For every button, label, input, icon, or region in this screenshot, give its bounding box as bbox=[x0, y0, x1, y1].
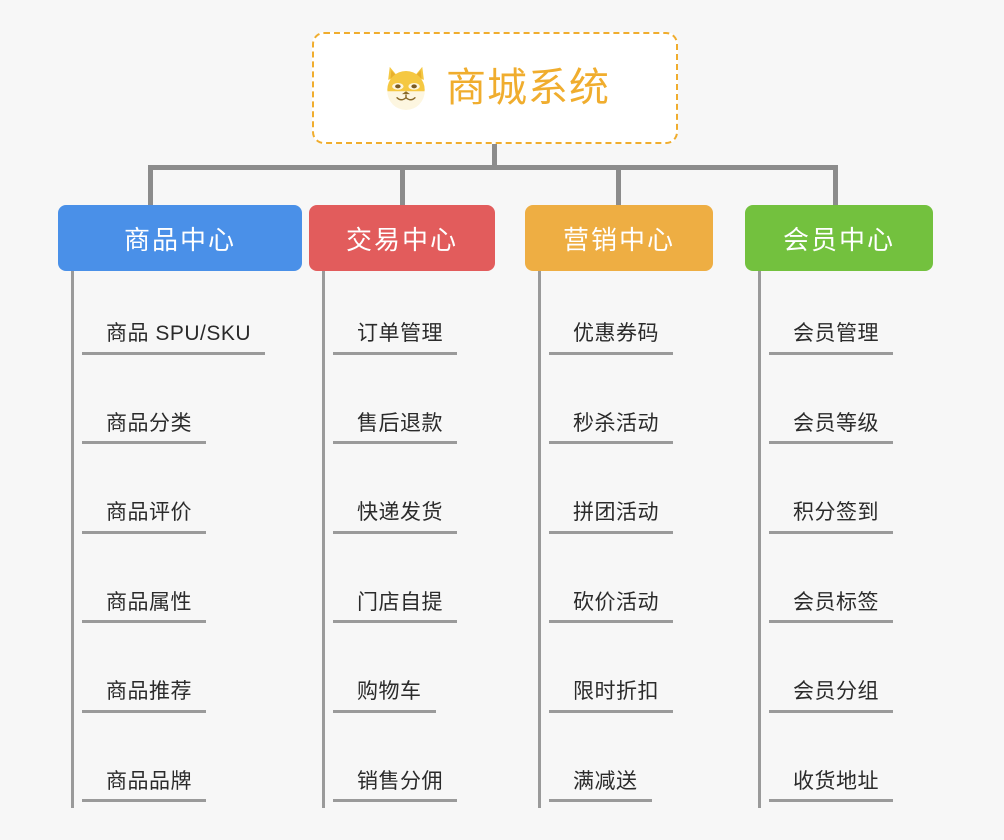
list-item[interactable]: 积分签到 bbox=[761, 450, 933, 540]
branch-label-3: 营销中心 bbox=[562, 224, 675, 255]
leaf-label: 优惠券码 bbox=[549, 322, 673, 355]
list-item[interactable]: 订单管理 bbox=[325, 271, 495, 361]
branch-items-1: 商品 SPU/SKU 商品分类 商品评价 商品属性 商品推荐 商品品牌 bbox=[71, 271, 302, 808]
list-item[interactable]: 商品品牌 bbox=[74, 719, 302, 809]
leaf-label: 限时折扣 bbox=[549, 680, 673, 713]
branch-label-1: 商品中心 bbox=[123, 224, 236, 255]
list-item[interactable]: 会员标签 bbox=[761, 540, 933, 630]
root-title: 商城系统 bbox=[446, 66, 610, 110]
leaf-label: 积分签到 bbox=[769, 501, 893, 534]
list-item[interactable]: 购物车 bbox=[325, 629, 495, 719]
branch-column-2: 交易中心 订单管理 售后退款 快递发货 门店自提 购物车 销售分佣 bbox=[309, 205, 495, 808]
branch-column-4: 会员中心 会员管理 会员等级 积分签到 会员标签 会员分组 收货地址 bbox=[745, 205, 933, 808]
leaf-label: 商品品牌 bbox=[82, 770, 206, 802]
leaf-label: 砍价活动 bbox=[549, 591, 673, 623]
leaf-label: 门店自提 bbox=[333, 591, 457, 623]
list-item[interactable]: 限时折扣 bbox=[541, 629, 713, 719]
list-item[interactable]: 收货地址 bbox=[761, 719, 933, 809]
leaf-label: 快递发货 bbox=[333, 501, 457, 534]
list-item[interactable]: 会员分组 bbox=[761, 629, 933, 719]
leaf-label: 销售分佣 bbox=[333, 770, 457, 802]
list-item[interactable]: 快递发货 bbox=[325, 450, 495, 540]
connector-bus bbox=[148, 165, 838, 170]
leaf-label: 会员分组 bbox=[769, 680, 893, 713]
list-item[interactable]: 商品分类 bbox=[74, 361, 302, 451]
leaf-label: 商品评价 bbox=[82, 501, 206, 534]
leaf-label: 拼团活动 bbox=[549, 501, 673, 534]
branch-label-2: 交易中心 bbox=[345, 224, 458, 255]
list-item[interactable]: 砍价活动 bbox=[541, 540, 713, 630]
list-item[interactable]: 商品推荐 bbox=[74, 629, 302, 719]
leaf-label: 会员等级 bbox=[769, 412, 893, 444]
leaf-label: 订单管理 bbox=[333, 322, 457, 355]
leaf-label: 满减送 bbox=[549, 770, 652, 802]
branch-items-4: 会员管理 会员等级 积分签到 会员标签 会员分组 收货地址 bbox=[758, 271, 933, 808]
leaf-label: 秒杀活动 bbox=[549, 412, 673, 444]
connector-drop-4 bbox=[833, 165, 838, 207]
list-item[interactable]: 门店自提 bbox=[325, 540, 495, 630]
list-item[interactable]: 销售分佣 bbox=[325, 719, 495, 809]
branch-label-4: 会员中心 bbox=[782, 224, 895, 255]
list-item[interactable]: 拼团活动 bbox=[541, 450, 713, 540]
leaf-label: 售后退款 bbox=[333, 412, 457, 444]
branch-column-3: 营销中心 优惠券码 秒杀活动 拼团活动 砍价活动 限时折扣 满减送 bbox=[525, 205, 713, 808]
connector-stem bbox=[492, 144, 497, 170]
list-item[interactable]: 售后退款 bbox=[325, 361, 495, 451]
list-item[interactable]: 秒杀活动 bbox=[541, 361, 713, 451]
branch-column-1: 商品中心 商品 SPU/SKU 商品分类 商品评价 商品属性 商品推荐 商品品牌 bbox=[58, 205, 302, 808]
leaf-label: 商品属性 bbox=[82, 591, 206, 623]
leaf-label: 商品推荐 bbox=[82, 680, 206, 713]
branch-header-2[interactable]: 交易中心 bbox=[309, 205, 495, 271]
branch-header-3[interactable]: 营销中心 bbox=[525, 205, 713, 271]
list-item[interactable]: 商品评价 bbox=[74, 450, 302, 540]
branch-header-4[interactable]: 会员中心 bbox=[745, 205, 933, 271]
list-item[interactable]: 会员管理 bbox=[761, 271, 933, 361]
list-item[interactable]: 满减送 bbox=[541, 719, 713, 809]
connector-drop-3 bbox=[616, 165, 621, 207]
branch-items-2: 订单管理 售后退款 快递发货 门店自提 购物车 销售分佣 bbox=[322, 271, 495, 808]
leaf-label: 购物车 bbox=[333, 680, 436, 713]
leaf-label: 商品分类 bbox=[82, 412, 206, 444]
leaf-label: 商品 SPU/SKU bbox=[82, 322, 266, 355]
leaf-label: 会员标签 bbox=[769, 591, 893, 623]
list-item[interactable]: 优惠券码 bbox=[541, 271, 713, 361]
list-item[interactable]: 商品 SPU/SKU bbox=[74, 271, 302, 361]
root-node[interactable]: 商城系统 bbox=[312, 32, 678, 144]
list-item[interactable]: 会员等级 bbox=[761, 361, 933, 451]
shiba-dog-face-icon bbox=[387, 66, 425, 110]
leaf-label: 收货地址 bbox=[769, 770, 893, 802]
connector-drop-1 bbox=[148, 165, 153, 207]
connector-drop-2 bbox=[400, 165, 405, 207]
branch-header-1[interactable]: 商品中心 bbox=[58, 205, 302, 271]
list-item[interactable]: 商品属性 bbox=[74, 540, 302, 630]
branch-items-3: 优惠券码 秒杀活动 拼团活动 砍价活动 限时折扣 满减送 bbox=[538, 271, 713, 808]
leaf-label: 会员管理 bbox=[769, 322, 893, 355]
